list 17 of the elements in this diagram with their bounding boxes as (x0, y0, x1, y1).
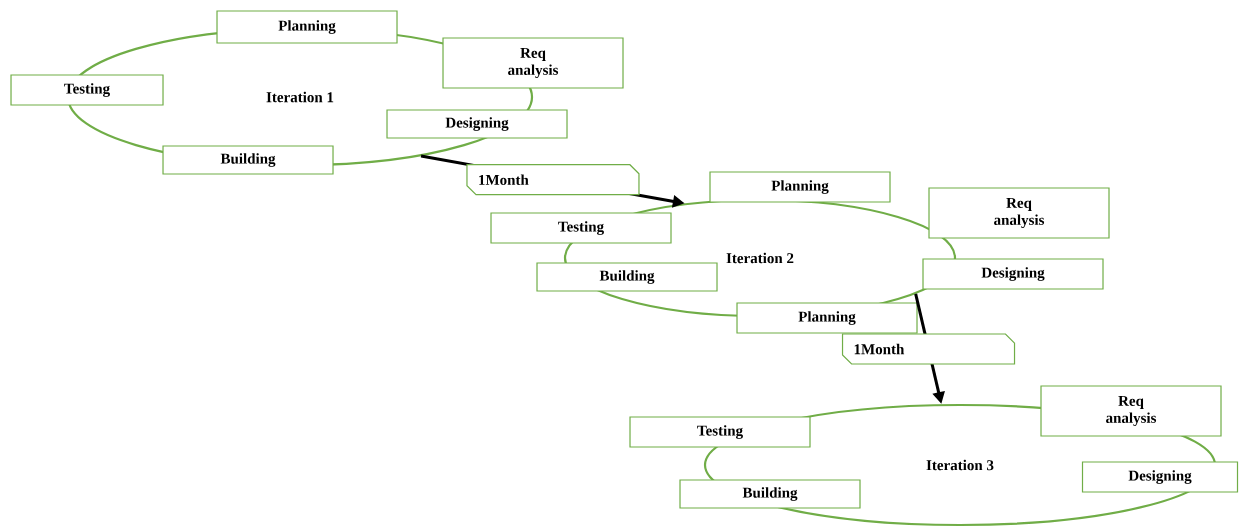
phase-box: Testing (10, 74, 164, 106)
phase-box: Req analysis (1040, 385, 1222, 437)
phase-box: Building (162, 145, 334, 175)
phase-box: Designing (386, 109, 568, 139)
phase-box: Testing (629, 416, 811, 448)
edge-label: 1Month (841, 333, 1016, 365)
phase-box: Planning (709, 171, 891, 203)
phase-box: Req analysis (928, 187, 1110, 239)
phase-box: Designing (1081, 461, 1239, 493)
phase-box: Building (536, 262, 718, 292)
phase-box: Planning (736, 302, 918, 334)
phase-box: Testing (490, 212, 672, 244)
phase-box: Designing (922, 258, 1104, 290)
phase-box: Planning (216, 10, 398, 44)
phase-box: Building (679, 479, 861, 509)
phase-box: Req analysis (442, 37, 624, 89)
edge-label: 1Month (466, 164, 640, 196)
